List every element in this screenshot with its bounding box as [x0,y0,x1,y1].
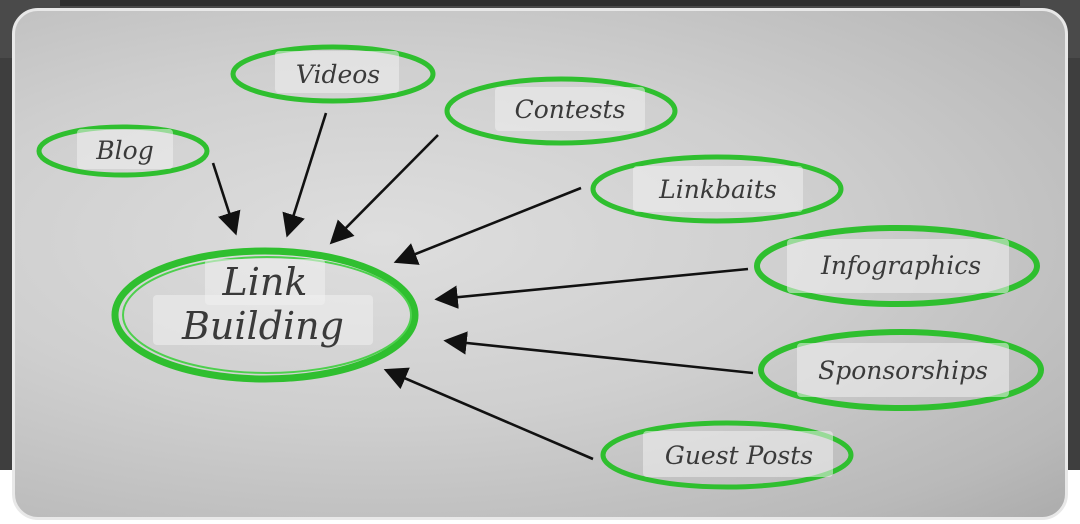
link-building-diagram: Link Building Blog Videos Contests [36,44,1044,490]
arrows [211,112,754,461]
node-sponsorships: Sponsorships [758,329,1044,411]
videos-label: Videos [296,60,380,89]
guest-posts-label: Guest Posts [665,441,813,470]
sponsorships-label-bg [797,343,1009,397]
infographics-ring [754,225,1040,307]
guest-posts-label-bg [643,431,833,477]
hub-label-bg-2 [153,295,373,345]
linkbaits-label-bg [633,166,803,212]
blog-label: Blog [95,136,153,165]
arrow-blog [211,162,241,236]
contests-ring [444,76,678,146]
hub-ring [111,247,419,383]
arrow-videos [282,112,328,238]
arrow-linkbaits [393,186,582,265]
hub-label-line1: Link [222,260,308,304]
videos-ring [230,44,436,104]
contests-label-bg [495,87,645,131]
sponsorships-ring [758,329,1044,411]
arrow-guest-posts [383,367,594,461]
infographics-label-bg [787,239,1009,293]
node-contests: Contests [444,76,678,146]
sponsorships-label: Sponsorships [818,356,988,385]
videos-label-bg [275,51,399,93]
hub-label-line2: Building [181,304,344,348]
linkbaits-label: Linkbaits [658,175,777,204]
node-infographics: Infographics [754,225,1040,307]
node-linkbaits: Linkbaits [590,154,844,224]
arrow-sponsorships [443,331,754,375]
linkbaits-ring [590,154,844,224]
infographics-label: Infographics [820,251,981,280]
hub-node: Link Building [111,247,419,383]
hub-ring-inner [122,256,412,374]
left-edge [0,58,12,470]
blog-ring [36,124,210,178]
contests-label: Contests [515,95,626,124]
node-guest-posts: Guest Posts [600,420,854,490]
top-bar [60,0,1020,6]
hub-label-bg-1 [205,259,325,305]
arrow-infographics [434,267,749,309]
diagram-canvas: Link Building Blog Videos Contests [12,8,1068,520]
node-videos: Videos [230,44,436,104]
blog-label-bg [77,129,173,169]
arrow-contests [329,134,439,245]
right-edge [1068,58,1080,470]
guest-posts-ring [600,420,854,490]
node-blog: Blog [36,124,210,178]
